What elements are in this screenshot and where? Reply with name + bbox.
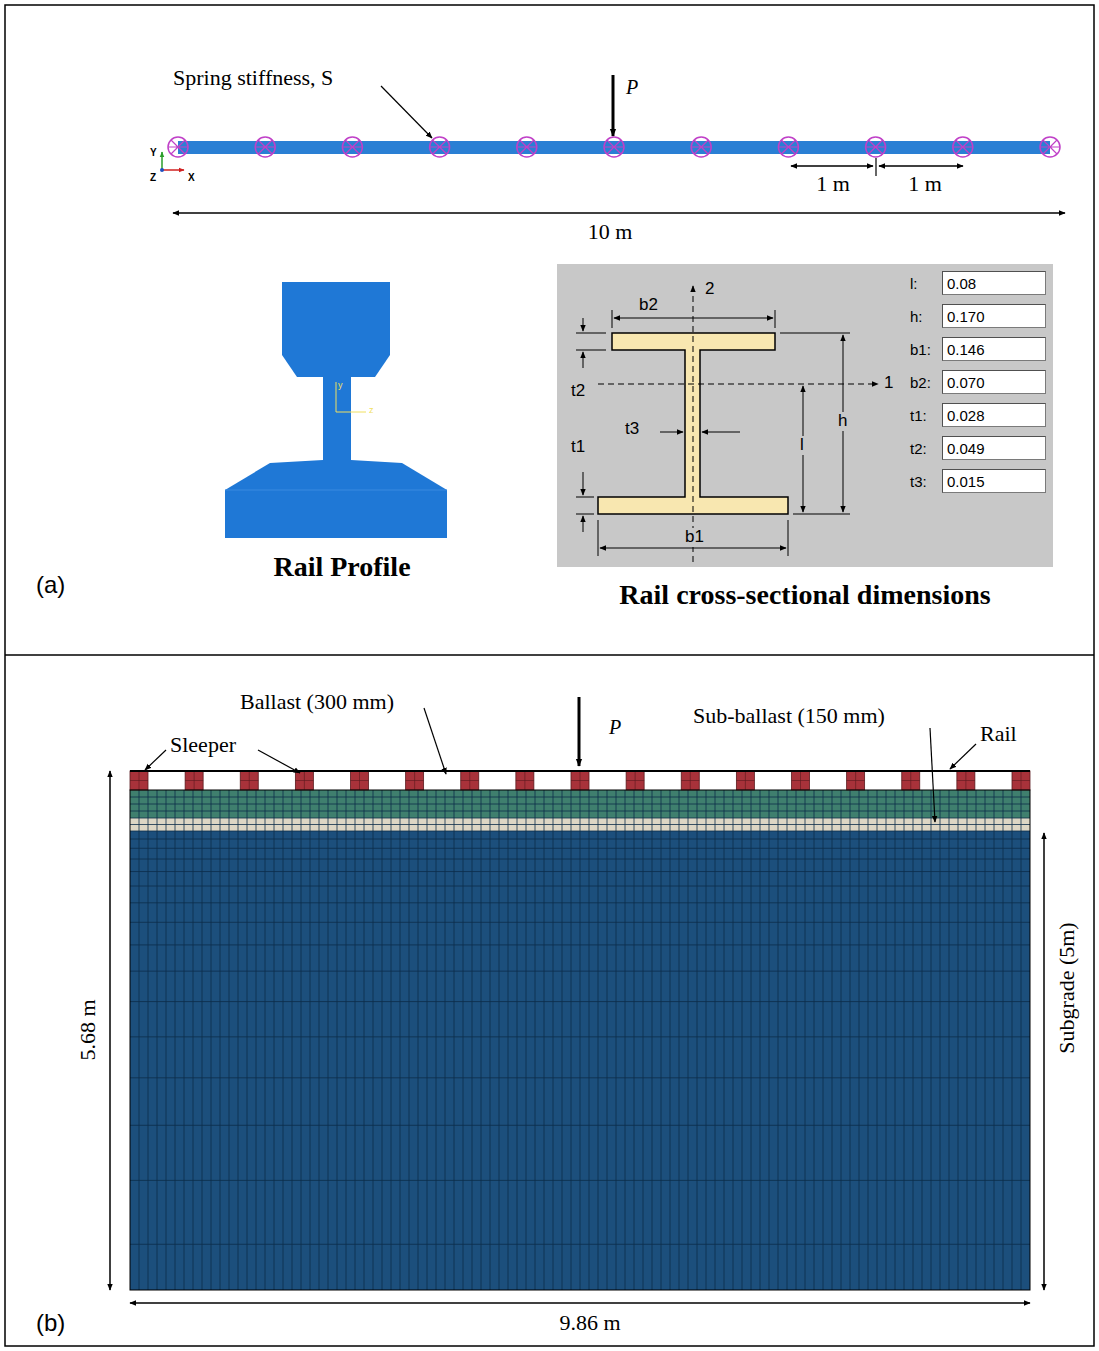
input-field: b2: 0.070 [910,370,1046,394]
leader-line [381,86,432,138]
profile-axis [336,382,337,412]
mesh-border [130,790,1030,1290]
axis-1 [598,384,878,385]
text-label: 2 [704,280,715,299]
dimension-label: 5.68 m [76,996,100,1063]
axis-x [162,169,184,171]
sleepers [130,771,1030,790]
field-name: t3: [910,473,927,490]
input-field: l: 0.08 [910,271,1046,295]
text-label: t3 [624,420,640,439]
text-label: Rail [980,722,1017,746]
dimension-line [109,771,111,1290]
axis-z [160,168,164,172]
text-label: b1 [684,528,705,547]
text-label: b2 [638,296,659,315]
dimension-line [173,212,1065,214]
field-value: 0.070 [942,370,1046,394]
text-label: z [369,406,374,416]
field-value: 0.170 [942,304,1046,328]
text-label: P [626,76,638,98]
input-field: t3: 0.015 [910,469,1046,493]
text-label: h [837,412,848,431]
field-value: 0.015 [942,469,1046,493]
dimension-line [879,165,963,167]
panel-divider [5,654,1094,656]
input-field: t1: 0.028 [910,403,1046,427]
input-field: t2: 0.049 [910,436,1046,460]
field-value: 0.08 [942,271,1046,295]
text-label: y [338,381,343,391]
text-label: t1 [570,438,586,457]
dimension-tick [875,158,876,176]
field-value: 0.049 [942,436,1046,460]
text-label: l [799,436,805,455]
outer-frame [5,5,1094,1346]
field-name: t1: [910,407,927,424]
text-label: 10 m [588,220,633,244]
field-value: 0.028 [942,403,1046,427]
input-field: b1: 0.146 [910,337,1046,361]
text-label: Z [150,172,156,183]
text-label: 9.86 m [559,1311,620,1335]
axis-2 [693,286,694,562]
section-dimensions [576,310,850,556]
dimension-line [130,1302,1030,1304]
text-label: Rail Profile [273,552,410,583]
text-label: Ballast (300 mm) [240,690,394,714]
text-label: Sleeper [170,733,236,757]
text-label: Y [150,147,157,158]
rail-line [130,770,1030,772]
text-label: P [609,716,621,738]
text-label: Sub-ballast (150 mm) [693,704,885,728]
load-arrow [612,75,615,136]
input-field: h: 0.170 [910,304,1046,328]
text-label: 1 m [816,172,850,196]
field-value: 0.146 [942,337,1046,361]
mesh-lines [130,790,1030,1290]
dimension-line [1043,833,1045,1290]
profile-axis [336,412,366,413]
text-label: (a) [36,572,65,598]
spring-supports [168,137,1060,157]
text-label: X [188,172,195,183]
text-label: Spring stiffness, S [173,66,333,90]
axis-y [161,152,163,170]
dimension-label: Subgrade (5m) [1055,919,1079,1056]
field-name: t2: [910,440,927,457]
text-label: t2 [570,382,586,401]
dimension-line [791,165,873,167]
field-name: h: [910,308,923,325]
text-label: 1 m [908,172,942,196]
text-label: (b) [36,1310,65,1336]
field-name: l: [910,275,918,292]
dialog-panel [557,264,1053,567]
text-label: Rail cross-sectional dimensions [619,580,990,611]
rail-profile [225,282,447,538]
field-name: b2: [910,374,931,391]
load-arrow [578,697,581,766]
rail-beam [178,141,1050,154]
text-label: 1 [883,374,894,393]
field-name: b1: [910,341,931,358]
